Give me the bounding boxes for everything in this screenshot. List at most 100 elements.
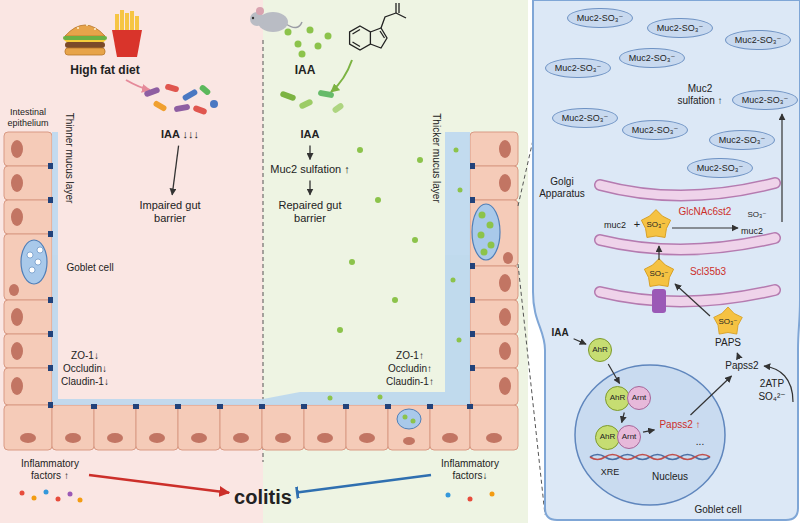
- mucus-layer: [52, 399, 263, 405]
- bacteria: [143, 83, 344, 115]
- goblet-cells: [37, 247, 43, 253]
- epithelial-cells: [470, 334, 518, 368]
- panel-background: [263, 0, 528, 523]
- burger-icon: [86, 24, 88, 26]
- node-text: Muc2-SO₃⁻: [562, 113, 608, 124]
- iaa-molecule: [395, 3, 396, 13]
- burger-icon: [77, 27, 79, 29]
- epithelial-cells: [470, 266, 518, 300]
- iaa-dots: [307, 27, 314, 34]
- epithelial-cells: [4, 200, 52, 234]
- transporter-symbol: [652, 289, 666, 313]
- label-box: Golgi Apparatus: [536, 176, 588, 200]
- label-box: Thinner mucus layer: [63, 113, 75, 204]
- node-text: Arnt: [617, 425, 641, 449]
- inflammatory-dots: [56, 497, 61, 502]
- node-text: Papss2 ↑: [659, 419, 700, 431]
- complex-pair: AhRArnt: [605, 386, 651, 411]
- cell-nuclei: [11, 308, 23, 326]
- label-box: High fat diet: [70, 63, 139, 77]
- epithelial-cells: [4, 132, 52, 166]
- node-text: IAA: [301, 128, 320, 141]
- iaa-molecule: [370, 28, 387, 48]
- node-text: Muc2-SO₃⁻: [697, 163, 743, 174]
- label-box: ...: [696, 436, 704, 448]
- mucin-oval: Muc2-SO₃⁻: [622, 120, 688, 141]
- mucin-oval: Muc2-SO₃⁻: [647, 18, 713, 39]
- epithelial-cells: [470, 200, 518, 266]
- tight-junctions: [343, 404, 349, 409]
- goblet-cells: [488, 242, 495, 249]
- label-box: Occludin↑: [388, 363, 432, 375]
- epithelial-cells: [470, 132, 518, 166]
- tight-junctions: [470, 163, 475, 169]
- node-text: Inflammatory factors ↑: [16, 458, 84, 482]
- label-box: SO₃⁻: [646, 220, 665, 230]
- paps-star: SO₃⁻PAPS: [708, 305, 748, 351]
- node-text: Muc2-SO₃⁻: [629, 53, 675, 64]
- iaa-molecule: [398, 3, 399, 13]
- mucin-oval: Muc2-SO₃⁻: [567, 8, 633, 29]
- text-label: Claudin-1↑: [386, 376, 434, 388]
- goblet-cells: [478, 212, 495, 256]
- goblet-cells: [27, 247, 43, 273]
- flow-arrow: [643, 430, 654, 432]
- bacteria: [192, 105, 207, 115]
- tight-junctions: [217, 404, 223, 409]
- mucus-layer: [263, 392, 445, 405]
- label-box: ZO-1↑: [396, 350, 424, 362]
- epithelial-cells: [4, 166, 52, 200]
- flow-text: IAA: [548, 325, 571, 341]
- gene-text: Papss2 ↑: [656, 417, 703, 433]
- epithelial-cells: [470, 368, 518, 405]
- text-label: IAA: [295, 63, 316, 77]
- flow-text: Inflammatory factors↓: [433, 456, 507, 484]
- label-box: SO₃⁻: [747, 210, 766, 220]
- label-box: SO₃⁻: [649, 269, 668, 279]
- label-box: Claudin-1↓: [61, 376, 109, 388]
- bacteria: [174, 104, 191, 113]
- outcome-text: colitis: [231, 483, 295, 511]
- pathway-arrows: [781, 114, 782, 222]
- node-text: Muc2-SO₃⁻: [657, 23, 703, 34]
- node-text: AhR: [592, 345, 608, 355]
- text-label: SO₃⁻: [646, 220, 665, 230]
- mucus-layer: [445, 132, 470, 405]
- flow-arrow: [309, 146, 310, 160]
- tight-junctions: [48, 331, 53, 337]
- golgi-apparatus: [600, 183, 775, 196]
- node-text: Muc2-SO₃⁻: [632, 125, 678, 136]
- bacteria: [298, 98, 313, 109]
- node-text: Repaired gut barrier: [277, 199, 343, 225]
- flow-text: Impaired gut barrier: [134, 197, 206, 227]
- text-label: +: [634, 218, 640, 231]
- mucus-iaa-dots: [451, 278, 456, 283]
- epithelial-cells: [4, 300, 52, 334]
- pathway-arrows: [675, 284, 710, 316]
- flow-arrow: [691, 376, 732, 415]
- mucin-oval: Muc2-SO₃⁻: [725, 30, 791, 51]
- burger-icon: [63, 24, 107, 55]
- fries-icon: [112, 10, 142, 57]
- node-text: IAA: [551, 327, 568, 339]
- label-box: Claudin-1↑: [386, 376, 434, 388]
- tight-junctions: [301, 404, 307, 409]
- label-box: Scl35b3: [690, 266, 726, 278]
- cell-nuclei: [11, 140, 23, 158]
- goblet-cells: [29, 267, 35, 273]
- goblet-cells: [487, 222, 494, 229]
- flow-arrow: [172, 146, 178, 195]
- iaa-molecule: [380, 31, 385, 38]
- flow-arrow: [297, 475, 431, 493]
- mucus-iaa-dots: [457, 338, 462, 343]
- text-label: ...: [696, 436, 704, 448]
- text-label: XRE: [601, 467, 620, 478]
- inflammatory-dots: [32, 496, 37, 501]
- inflammatory-dots: [44, 490, 49, 495]
- label-box: IAA: [295, 63, 316, 77]
- tight-junctions: [48, 231, 53, 237]
- tight-junctions: [175, 404, 181, 409]
- epithelial-cells: [430, 405, 470, 450]
- iaa-dots: [299, 51, 306, 58]
